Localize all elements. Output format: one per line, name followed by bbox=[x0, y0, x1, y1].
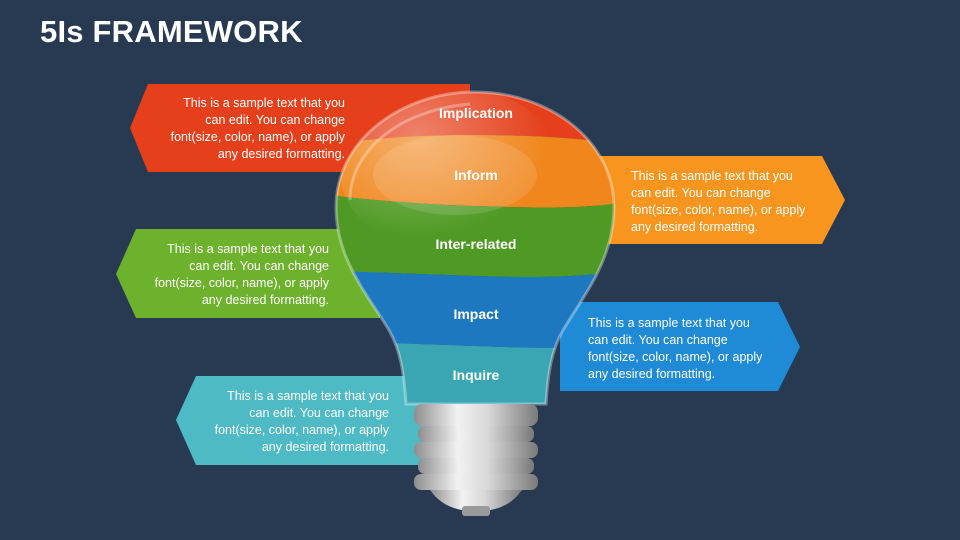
callout-text-3: This is a sample text that you can edit.… bbox=[154, 242, 329, 307]
bulb-screw-base bbox=[414, 404, 538, 516]
callout-arrow-4 bbox=[560, 302, 800, 391]
slide-title: 5Is FRAMEWORK bbox=[40, 14, 303, 49]
band-impact bbox=[336, 268, 614, 348]
label-inquire: Inquire bbox=[452, 367, 500, 383]
label-inter-related: Inter-related bbox=[435, 236, 517, 252]
label-impact: Impact bbox=[453, 306, 499, 322]
label-implication: Implication bbox=[439, 105, 513, 121]
callout-arrow-5 bbox=[176, 376, 424, 465]
callout-arrow-2 bbox=[600, 156, 845, 244]
callout-text-2: This is a sample text that you can edit.… bbox=[631, 169, 806, 234]
callout-text-1: This is a sample text that you can edit.… bbox=[170, 96, 345, 161]
callout-text-5: This is a sample text that you can edit.… bbox=[214, 389, 389, 454]
bulb-glass-outline bbox=[334, 90, 616, 406]
callout-arrow-3 bbox=[116, 229, 380, 318]
callout-text-4: This is a sample text that you can edit.… bbox=[588, 316, 763, 381]
label-inform: Inform bbox=[454, 167, 498, 183]
